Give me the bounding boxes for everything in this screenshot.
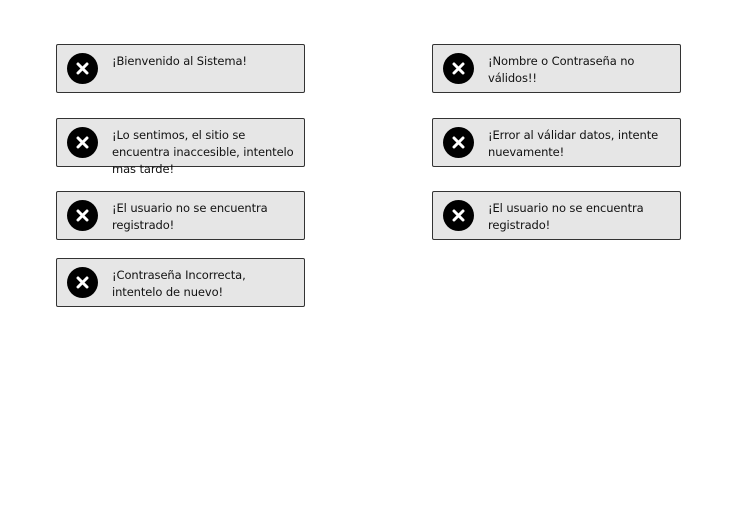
- alert-user-not-registered: ¡El usuario no se encuentra registrado!: [56, 191, 305, 240]
- close-icon[interactable]: [443, 127, 474, 158]
- alert-message: ¡Contraseña Incorrecta, intentelo de nue…: [112, 268, 246, 299]
- close-icon[interactable]: [443, 200, 474, 231]
- alert-message: ¡Lo sentimos, el sitio se encuentra inac…: [112, 128, 294, 176]
- close-icon[interactable]: [67, 267, 98, 298]
- alert-message: ¡Nombre o Contraseña no válidos!!: [488, 54, 635, 85]
- close-icon[interactable]: [67, 200, 98, 231]
- alert-message: ¡El usuario no se encuentra registrado!: [112, 201, 268, 232]
- close-icon[interactable]: [67, 53, 98, 84]
- alert-message: ¡El usuario no se encuentra registrado!: [488, 201, 644, 232]
- alert-site-unavailable: ¡Lo sentimos, el sitio se encuentra inac…: [56, 118, 305, 176]
- alert-invalid-credentials: ¡Nombre o Contraseña no válidos!!: [432, 44, 681, 93]
- alert-validation-error: ¡Error al válidar datos, intente nuevame…: [432, 118, 681, 167]
- alert-wrong-password: ¡Contraseña Incorrecta, intentelo de nue…: [56, 258, 305, 307]
- alert-user-not-registered: ¡El usuario no se encuentra registrado!: [432, 191, 681, 240]
- alert-message: ¡Error al válidar datos, intente nuevame…: [488, 128, 659, 159]
- close-icon[interactable]: [443, 53, 474, 84]
- alert-welcome: ¡Bienvenido al Sistema!: [56, 44, 305, 93]
- close-icon[interactable]: [67, 127, 98, 158]
- alert-message: ¡Bienvenido al Sistema!: [112, 54, 247, 68]
